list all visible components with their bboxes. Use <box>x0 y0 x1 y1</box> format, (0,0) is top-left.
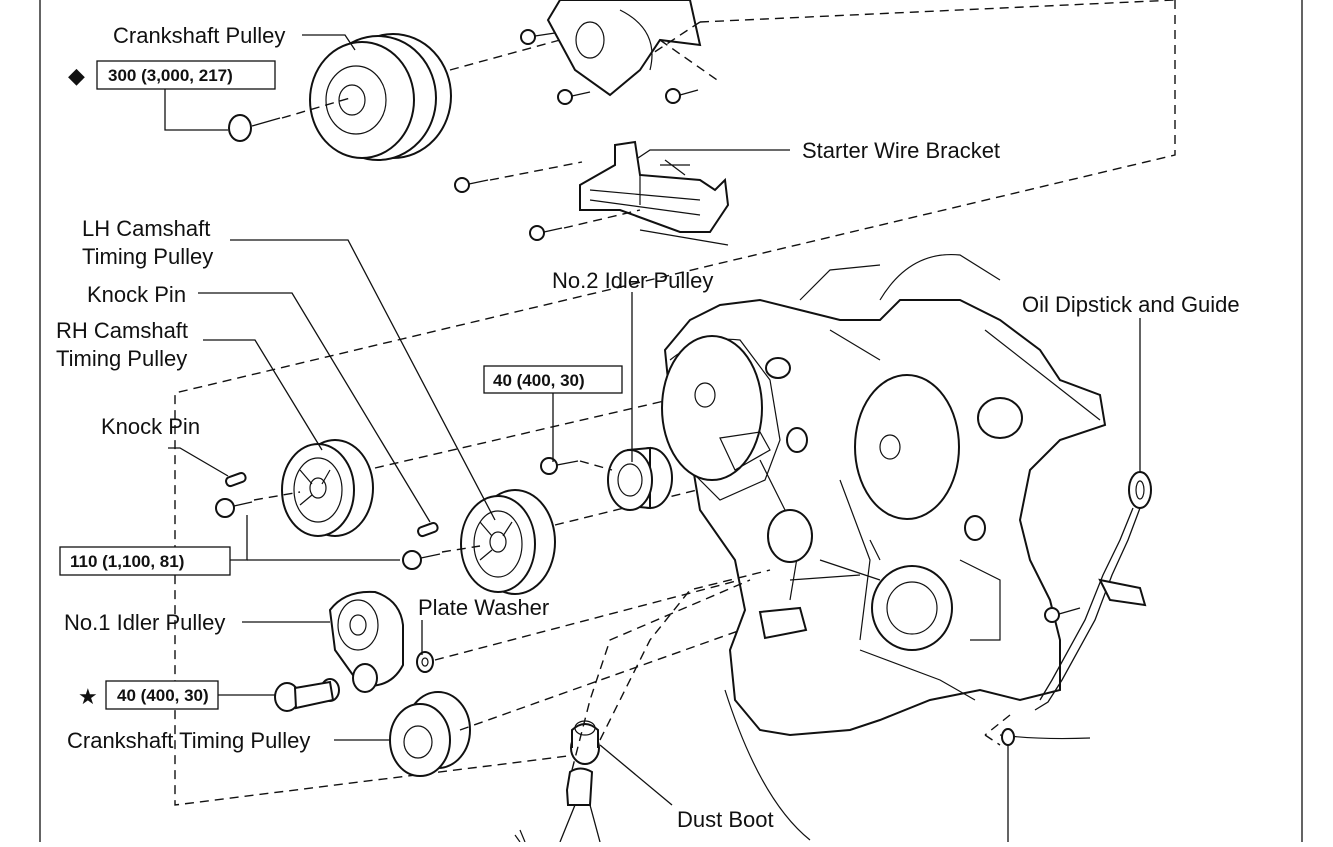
engine-block-drawing <box>661 253 1107 841</box>
torque-crankshaft-bolt: 300 (3,000, 217) <box>108 66 233 85</box>
torque-idler1-bolt: 40 (400, 30) <box>117 686 209 705</box>
torque-camshaft-bolts: 110 (1,100, 81) <box>70 552 184 571</box>
crankshaft-pulley-bolt <box>228 39 561 142</box>
torque-box-idler2: 40 (400, 30) <box>483 365 623 394</box>
label-rh-camshaft-line1: RH Camshaft <box>56 318 188 343</box>
torque-box-idler1: 40 (400, 30) ★ <box>78 680 219 710</box>
label-no2-idler-pulley: No.2 Idler Pulley <box>552 268 713 293</box>
torque-idler2-bolt: 40 (400, 30) <box>493 371 585 390</box>
cover-bolts <box>520 29 699 105</box>
label-crankshaft-timing-pulley: Crankshaft Timing Pulley <box>67 728 310 753</box>
crankshaft-pulley-drawing <box>309 33 452 161</box>
label-knock-pin-upper: Knock Pin <box>87 282 186 307</box>
label-starter-wire-bracket: Starter Wire Bracket <box>802 138 1000 163</box>
exploded-boundary <box>174 0 1176 806</box>
label-dust-boot: Dust Boot <box>677 807 774 832</box>
diamond-symbol: ◆ <box>68 63 85 88</box>
label-lh-camshaft-line1: LH Camshaft <box>82 216 210 241</box>
label-plate-washer: Plate Washer <box>418 595 549 620</box>
dust-boot-drawing <box>514 569 771 843</box>
label-oil-dipstick: Oil Dipstick and Guide <box>1022 292 1240 317</box>
lh-camshaft-pulley-drawing <box>460 489 556 595</box>
crankshaft-timing-pulley-drawing <box>389 624 756 777</box>
timing-cover-fragment <box>546 0 721 97</box>
label-rh-camshaft-line2: Timing Pulley <box>56 346 187 371</box>
label-crankshaft-pulley: Crankshaft Pulley <box>113 23 285 48</box>
torque-box-camshaft: 110 (1,100, 81) <box>59 546 231 576</box>
no1-idler-pulley-drawing <box>274 579 741 712</box>
knock-pins <box>225 472 439 538</box>
label-knock-pin-lower: Knock Pin <box>101 414 200 439</box>
starter-wire-bracket-drawing <box>454 140 730 246</box>
page-frame <box>39 0 1303 842</box>
label-no1-idler-pulley: No.1 Idler Pulley <box>64 610 225 635</box>
leader-lines <box>164 34 1141 842</box>
label-lh-camshaft-line2: Timing Pulley <box>82 244 213 269</box>
oil-dipstick-drawing <box>984 471 1152 746</box>
rh-camshaft-pulley-drawing <box>281 439 374 537</box>
no2-idler-pulley-drawing <box>540 446 673 511</box>
star-symbol: ★ <box>78 684 98 709</box>
torque-box-crankshaft: 300 (3,000, 217) ◆ <box>68 60 276 90</box>
